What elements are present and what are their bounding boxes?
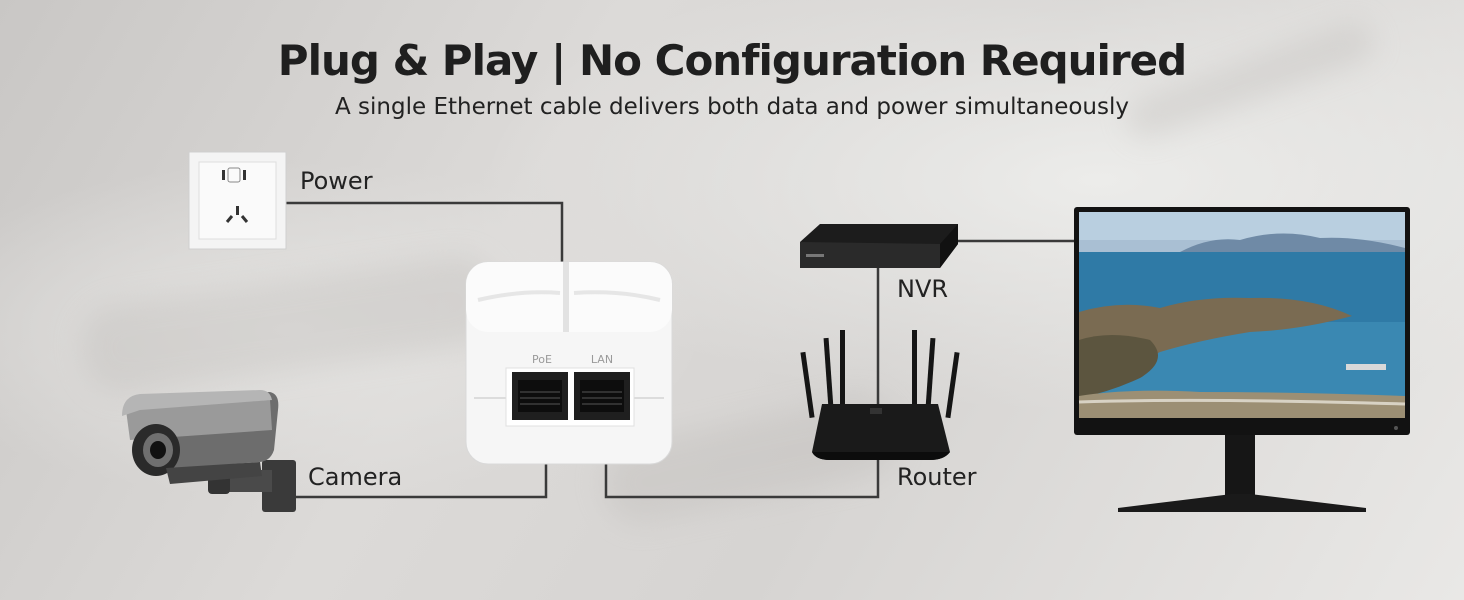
page-subtitle: A single Ethernet cable delivers both da…	[335, 94, 1129, 120]
security-camera-icon	[122, 390, 296, 512]
monitor-icon	[1074, 207, 1410, 512]
power-label: Power	[300, 167, 373, 195]
camera-label: Camera	[308, 463, 403, 491]
cables	[286, 201, 1078, 499]
nvr-icon	[800, 224, 958, 268]
poe-injector-icon: PoE LAN	[465, 261, 673, 465]
power-cable	[286, 201, 564, 262]
ethernet-port	[512, 372, 568, 420]
router-label: Router	[897, 463, 977, 491]
nvr-label: NVR	[897, 275, 949, 303]
router-icon	[800, 330, 960, 460]
ethernet-port	[574, 372, 630, 420]
wall-outlet-icon	[188, 151, 287, 250]
page-title: Plug & Play | No Configuration Required	[277, 36, 1187, 85]
port-label-poe: PoE	[532, 353, 552, 366]
port-label-lan: LAN	[591, 353, 613, 366]
